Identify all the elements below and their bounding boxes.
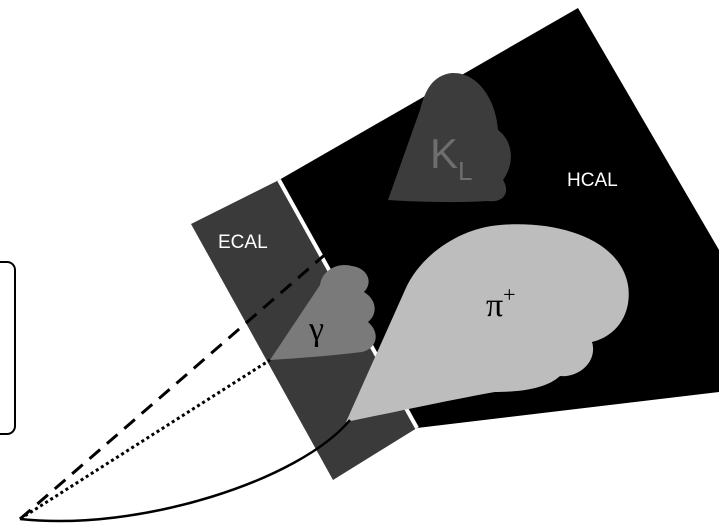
gamma-shower [270,264,376,360]
ecal-label: ECAL [218,232,268,253]
pion-shower [346,224,629,422]
kl-symbol: K [430,130,458,177]
kl-shower [388,72,511,203]
kl-label: KL [430,130,472,186]
pion-track [19,419,351,523]
kl-subscript: L [458,156,472,186]
kl-track [19,198,389,521]
gamma-label: γ [308,311,324,348]
pion-label: π+ [486,282,516,324]
pion-superscript: + [503,282,515,307]
side-box [0,261,16,435]
hcal-label: HCAL [567,170,618,191]
pion-symbol: π [486,287,503,324]
gamma-track [19,358,271,521]
